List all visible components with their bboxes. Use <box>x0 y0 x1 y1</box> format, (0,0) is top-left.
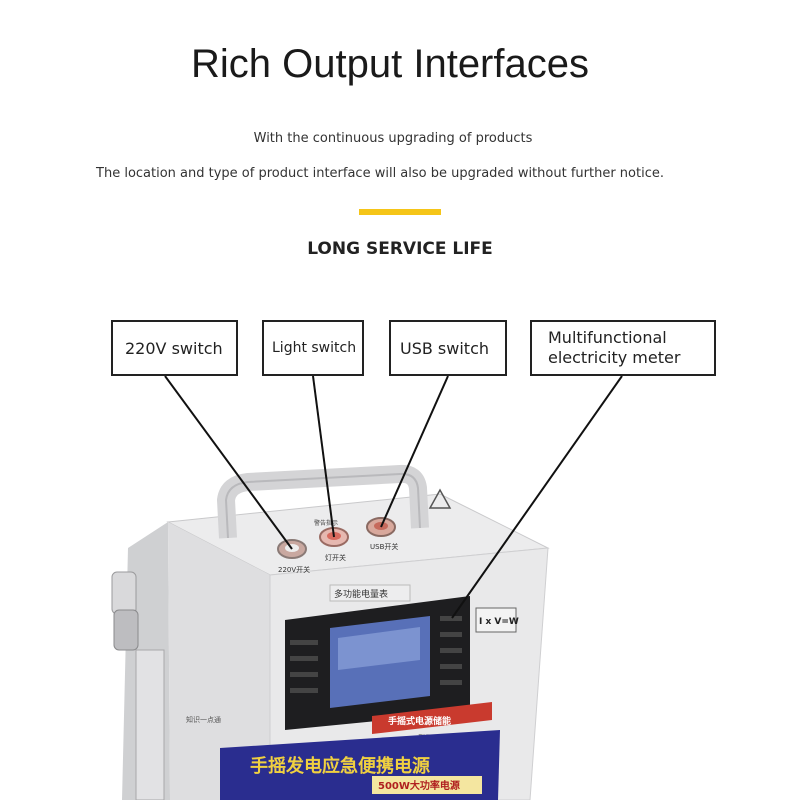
leader-meter <box>451 375 623 619</box>
callout-usb-switch-label: USB switch <box>400 338 490 358</box>
meter-label: 多功能电量表 <box>334 588 388 600</box>
leader-light <box>312 375 335 538</box>
red-strip <box>372 702 492 734</box>
power-text: 500W大功率电源 <box>378 779 460 792</box>
label-usb: USB开关 <box>370 542 398 551</box>
output-port-2 <box>113 609 139 651</box>
subtitle-line-1: With the continuous upgrading of product… <box>253 131 533 146</box>
callout-220v-switch: 220V switch <box>111 320 238 376</box>
side-panel-text: 知识一点通 <box>186 715 221 724</box>
banner-text: 手摇发电应急便携电源 <box>250 755 430 777</box>
side-badge: I x V=W <box>479 617 519 627</box>
callout-electricity-meter-label: Multifunctional electricity meter <box>548 328 681 367</box>
callout-220v-switch-label: 220V switch <box>125 338 223 358</box>
section-heading: LONG SERVICE LIFE <box>307 239 493 259</box>
label-indicator: 警告指示 <box>314 519 338 527</box>
callout-light-switch: Light switch <box>262 320 364 376</box>
accent-divider <box>359 209 441 215</box>
warning-icon <box>428 488 452 509</box>
red-strip-text: 手摇式电源储能 <box>388 715 451 727</box>
subtitle-line-2: The location and type of product interfa… <box>96 166 664 181</box>
callout-electricity-meter: Multifunctional electricity meter <box>530 320 716 376</box>
label-220v: 220V开关 <box>278 565 310 574</box>
electricity-meter <box>285 596 470 730</box>
output-port-1 <box>111 571 137 615</box>
device-front <box>168 522 270 800</box>
leader-220v <box>164 375 293 550</box>
label-light: 灯开关 <box>325 553 346 562</box>
leader-usb <box>380 375 449 528</box>
page-title: Rich Output Interfaces <box>191 42 589 86</box>
callout-usb-switch: USB switch <box>389 320 507 376</box>
side-panel <box>135 649 165 800</box>
callout-light-switch-label: Light switch <box>272 340 357 356</box>
light-switch-button <box>319 527 349 547</box>
